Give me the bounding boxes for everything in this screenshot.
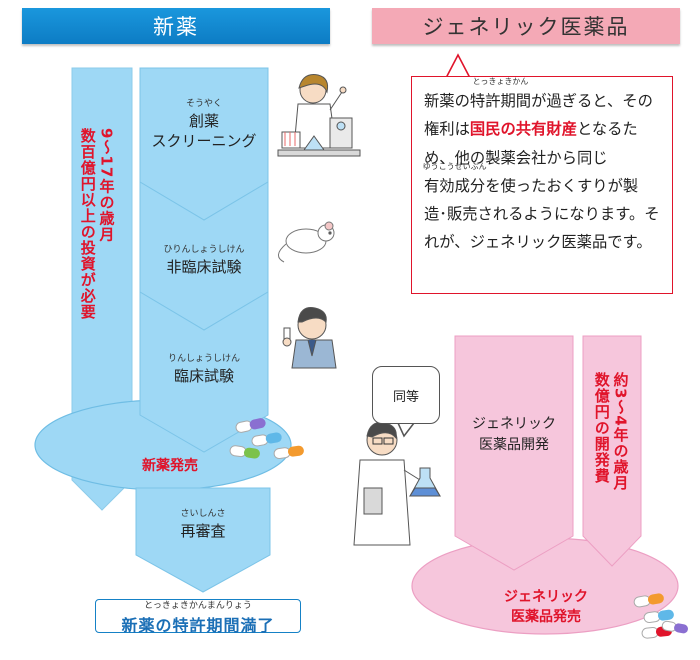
patent-expiry-ruby: とっきょきかんまんりょう [96, 602, 300, 611]
generic-dev-line1: ジェネリック [455, 414, 573, 435]
stage-nonclinical-label: 非臨床試験 [140, 258, 268, 278]
generic-dev-label: ジェネリック 医薬品開発 [455, 414, 573, 456]
new-drug-launch-label: 新薬発売 [110, 455, 230, 475]
stage-clinical-label: 臨床試験 [140, 367, 268, 387]
stage-screening-label1: 創薬 [140, 112, 268, 132]
callout-active-ingredient: ゆうこうせいぶん有効成分 [424, 172, 485, 200]
reexam-stage: さいしんさ 再審査 [136, 510, 270, 542]
callout-text-1: 新薬の [424, 92, 470, 110]
patent-expiry-label: 新薬の特許期間満了 [96, 612, 300, 636]
generic-launch-line2: 医薬品発売 [488, 608, 604, 628]
generic-explanation-callout: 新薬のとっきょきかん特許期間が過ぎると、その権利は国民の共有財産となるため、他の… [411, 76, 673, 294]
mouse-illustration [278, 222, 334, 262]
reexam-ruby: さいしんさ [136, 510, 270, 519]
stage-screening: そうやく 創薬 スクリーニング [140, 100, 268, 151]
callout-active-ingredient-ruby: ゆうこうせいぶん [423, 163, 487, 171]
stage-nonclinical: ひりんしょうしけん 非臨床試験 [140, 246, 268, 278]
callout-active-ingredient-text: 有効成分 [424, 177, 485, 195]
stage-clinical-ruby: りんしょうしけん [140, 355, 268, 364]
callout-patent-period: とっきょきかん特許期間 [470, 87, 531, 115]
stage-clinical: りんしょうしけん 臨床試験 [140, 355, 268, 387]
generic-period-line1: 約3〜4年の歳月 [612, 372, 630, 491]
scientist-illustration [278, 75, 360, 156]
generic-launch-line1: ジェネリック [488, 588, 604, 608]
callout-patent-period-ruby: とっきょきかん [473, 78, 529, 86]
stage-nonclinical-ruby: ひりんしょうしけん [140, 246, 268, 255]
patent-expiry-box: とっきょきかんまんりょう 新薬の特許期間満了 [95, 599, 301, 633]
reexam-label: 再審査 [136, 522, 270, 542]
stage-screening-ruby: そうやく [140, 100, 268, 109]
new-drug-period-text: 9〜17年の歳月 数百億円以上の投資が必要 [78, 128, 116, 358]
researcher-illustration [354, 423, 440, 545]
speech-tail [398, 423, 414, 436]
equivalent-speech-bubble: 同等 [372, 366, 440, 424]
new-drug-period-line1: 9〜17年の歳月 [98, 128, 116, 242]
patient-illustration [283, 308, 336, 368]
callout-patent-period-text: 特許期間 [470, 92, 531, 110]
callout-tail [446, 55, 470, 78]
generic-period-line2: 数億円の開発費 [593, 372, 611, 484]
callout-public-property: 国民の共有財産 [470, 120, 577, 138]
generic-dev-line2: 医薬品開発 [455, 435, 573, 456]
stage-screening-label2: スクリーニング [140, 132, 268, 152]
generic-period-text: 約3〜4年の歳月 数億円の開発費 [592, 372, 630, 542]
new-drug-period-line2: 数百億円以上の投資が必要 [79, 128, 97, 320]
generic-launch-label: ジェネリック 医薬品発売 [488, 588, 604, 627]
